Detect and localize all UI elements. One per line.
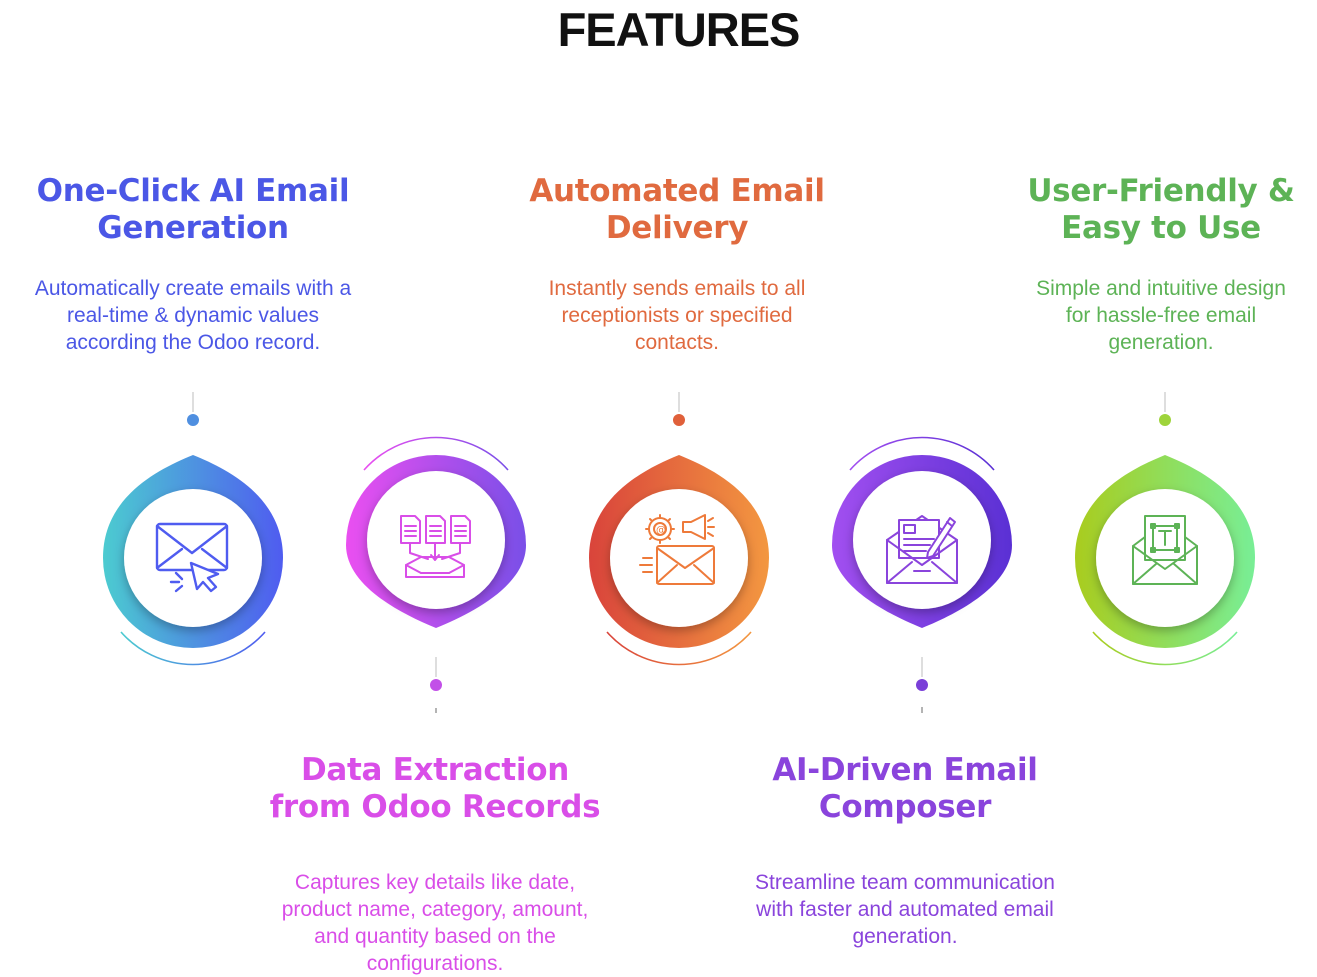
feature-title: AI-Driven Email Composer xyxy=(772,752,1038,825)
feature-title: User-Friendly & Easy to Use xyxy=(1027,173,1295,246)
page-title: FEATURES xyxy=(557,3,801,56)
feature-title: Data Extraction from Odoo Records xyxy=(269,752,601,825)
icon-circle xyxy=(367,471,505,609)
feature-ai-composer-text: AI-Driven Email Composer Streamline team… xyxy=(705,752,1105,950)
feature-description: Streamline team communication with faste… xyxy=(755,871,1055,948)
node-one-click-ai-email xyxy=(103,392,283,666)
feature-description: Automatically create emails with a real-… xyxy=(34,277,352,354)
feature-title: Automated Email Delivery xyxy=(529,173,825,246)
connector-dot xyxy=(430,679,442,691)
feature-user-friendly-text: User-Friendly & Easy to Use Simple and i… xyxy=(961,173,1317,356)
email-megaphone-gear-icon: @ xyxy=(639,514,715,585)
node-automated-email-delivery: @ xyxy=(589,392,769,666)
feature-data-extraction-text: Data Extraction from Odoo Records Captur… xyxy=(235,752,635,977)
node-ai-driven-composer xyxy=(832,436,1012,713)
node-user-friendly xyxy=(1075,392,1255,666)
feature-automated-delivery-text: Automated Email Delivery Instantly sends… xyxy=(477,173,877,356)
connector-dot xyxy=(187,414,199,426)
feature-description: Captures key details like date, product … xyxy=(281,871,589,975)
icon-circle xyxy=(124,489,262,627)
arc-decoration xyxy=(606,631,752,666)
arc-decoration xyxy=(120,631,266,666)
arc-decoration xyxy=(849,436,995,471)
email-compose-pen-icon xyxy=(886,515,958,584)
connector-dot xyxy=(916,679,928,691)
feature-description: Instantly sends emails to all receptioni… xyxy=(548,277,806,354)
feature-one-click-text: One-Click AI Email Generation Automatica… xyxy=(0,173,393,356)
node-data-extraction xyxy=(346,436,526,713)
icon-circle xyxy=(610,489,748,627)
connector-dot xyxy=(673,414,685,426)
email-text-template-icon xyxy=(1132,515,1198,585)
arc-decoration xyxy=(1092,631,1238,666)
svg-text:@: @ xyxy=(656,525,666,536)
document-extraction-icon xyxy=(400,515,471,578)
feature-description: Simple and intuitive design for hassle-f… xyxy=(1036,277,1286,354)
email-cursor-icon xyxy=(155,522,229,593)
feature-title: One-Click AI Email Generation xyxy=(36,173,350,246)
arc-decoration xyxy=(363,436,509,471)
connector-dot xyxy=(1159,414,1171,426)
